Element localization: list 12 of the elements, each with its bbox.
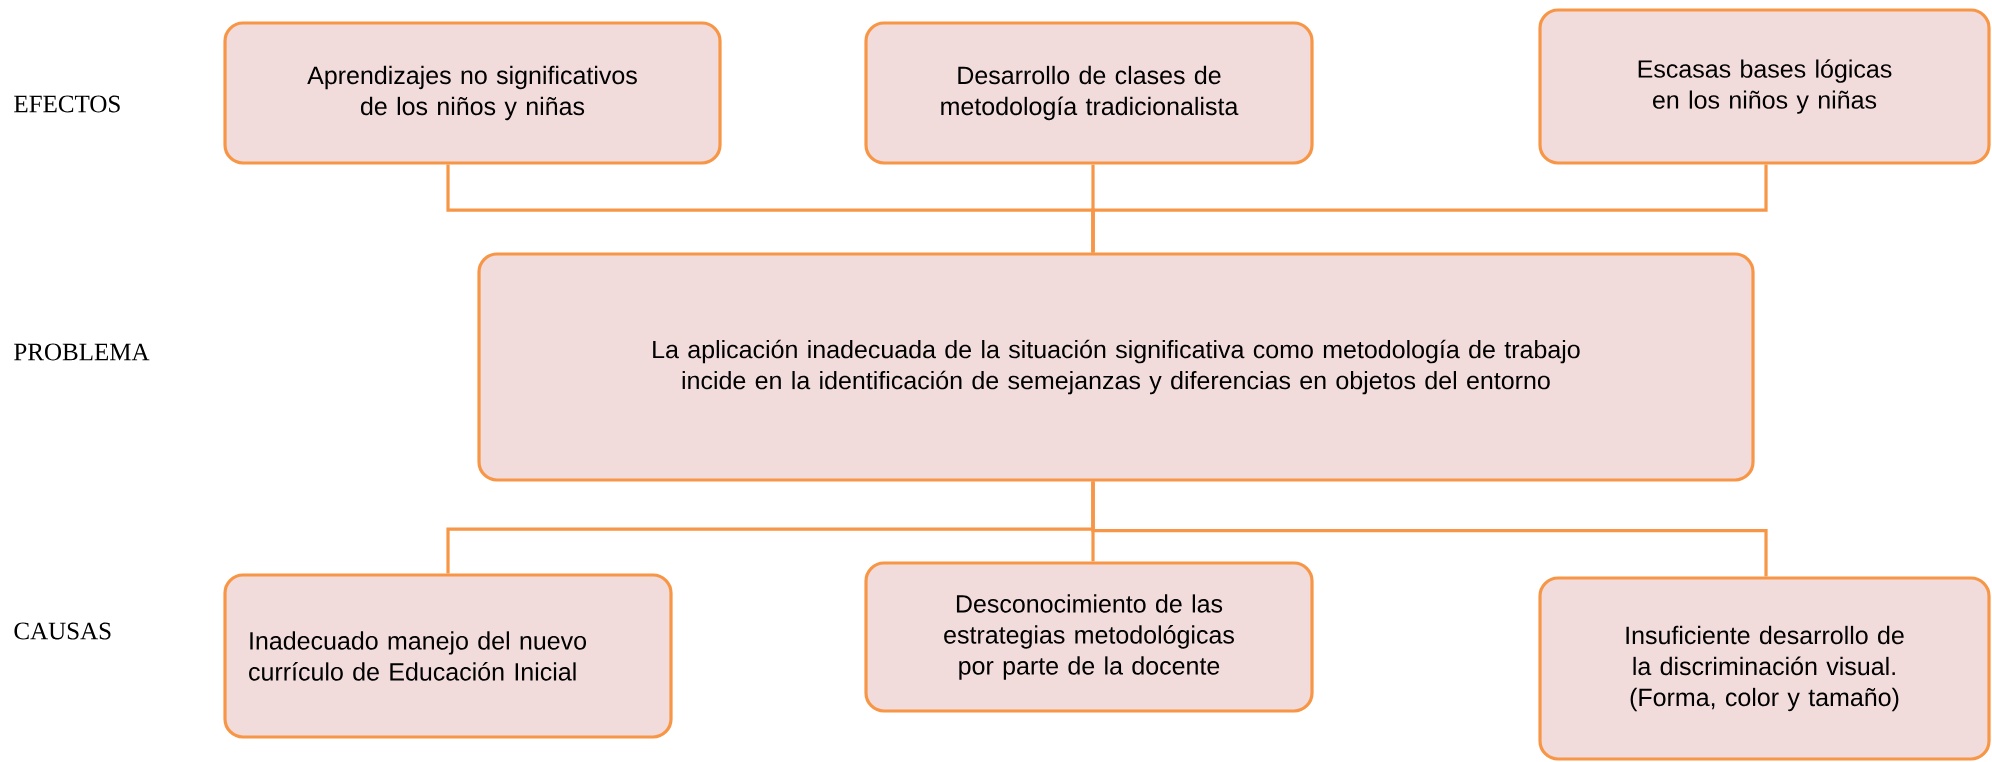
row-label: EFECTOS bbox=[14, 95, 120, 113]
text-box: Desarrollo de clases de metodología tradicionalista bbox=[864, 21, 1314, 165]
text-box: Inadecuado manejo del nuevo currículo de Educación Inicial bbox=[223, 573, 673, 739]
connector-line bbox=[1091, 164, 1768, 253]
text-box: Aprendizajes no significativos de los niños y niñas bbox=[223, 21, 722, 165]
connector-line bbox=[1091, 481, 1768, 577]
text-box: Escasas bases lógicas en los niños y niñas bbox=[1538, 8, 1991, 165]
row-label: CAUSAS bbox=[14, 622, 111, 640]
problem-box: La aplicación inadecuada de la situación significativa como metodología de trabajo incide en la identificación de semejanzas y diferencias en objetos del entorno bbox=[477, 252, 1755, 482]
text-box: Insuficiente desarrollo de la discriminación visual. (Forma, color y tamaño) bbox=[1538, 576, 1991, 761]
row-label: PROBLEMA bbox=[14, 343, 150, 361]
text-box: Desconocimiento de las estrategias metodológicas por parte de la docente bbox=[864, 561, 1314, 713]
